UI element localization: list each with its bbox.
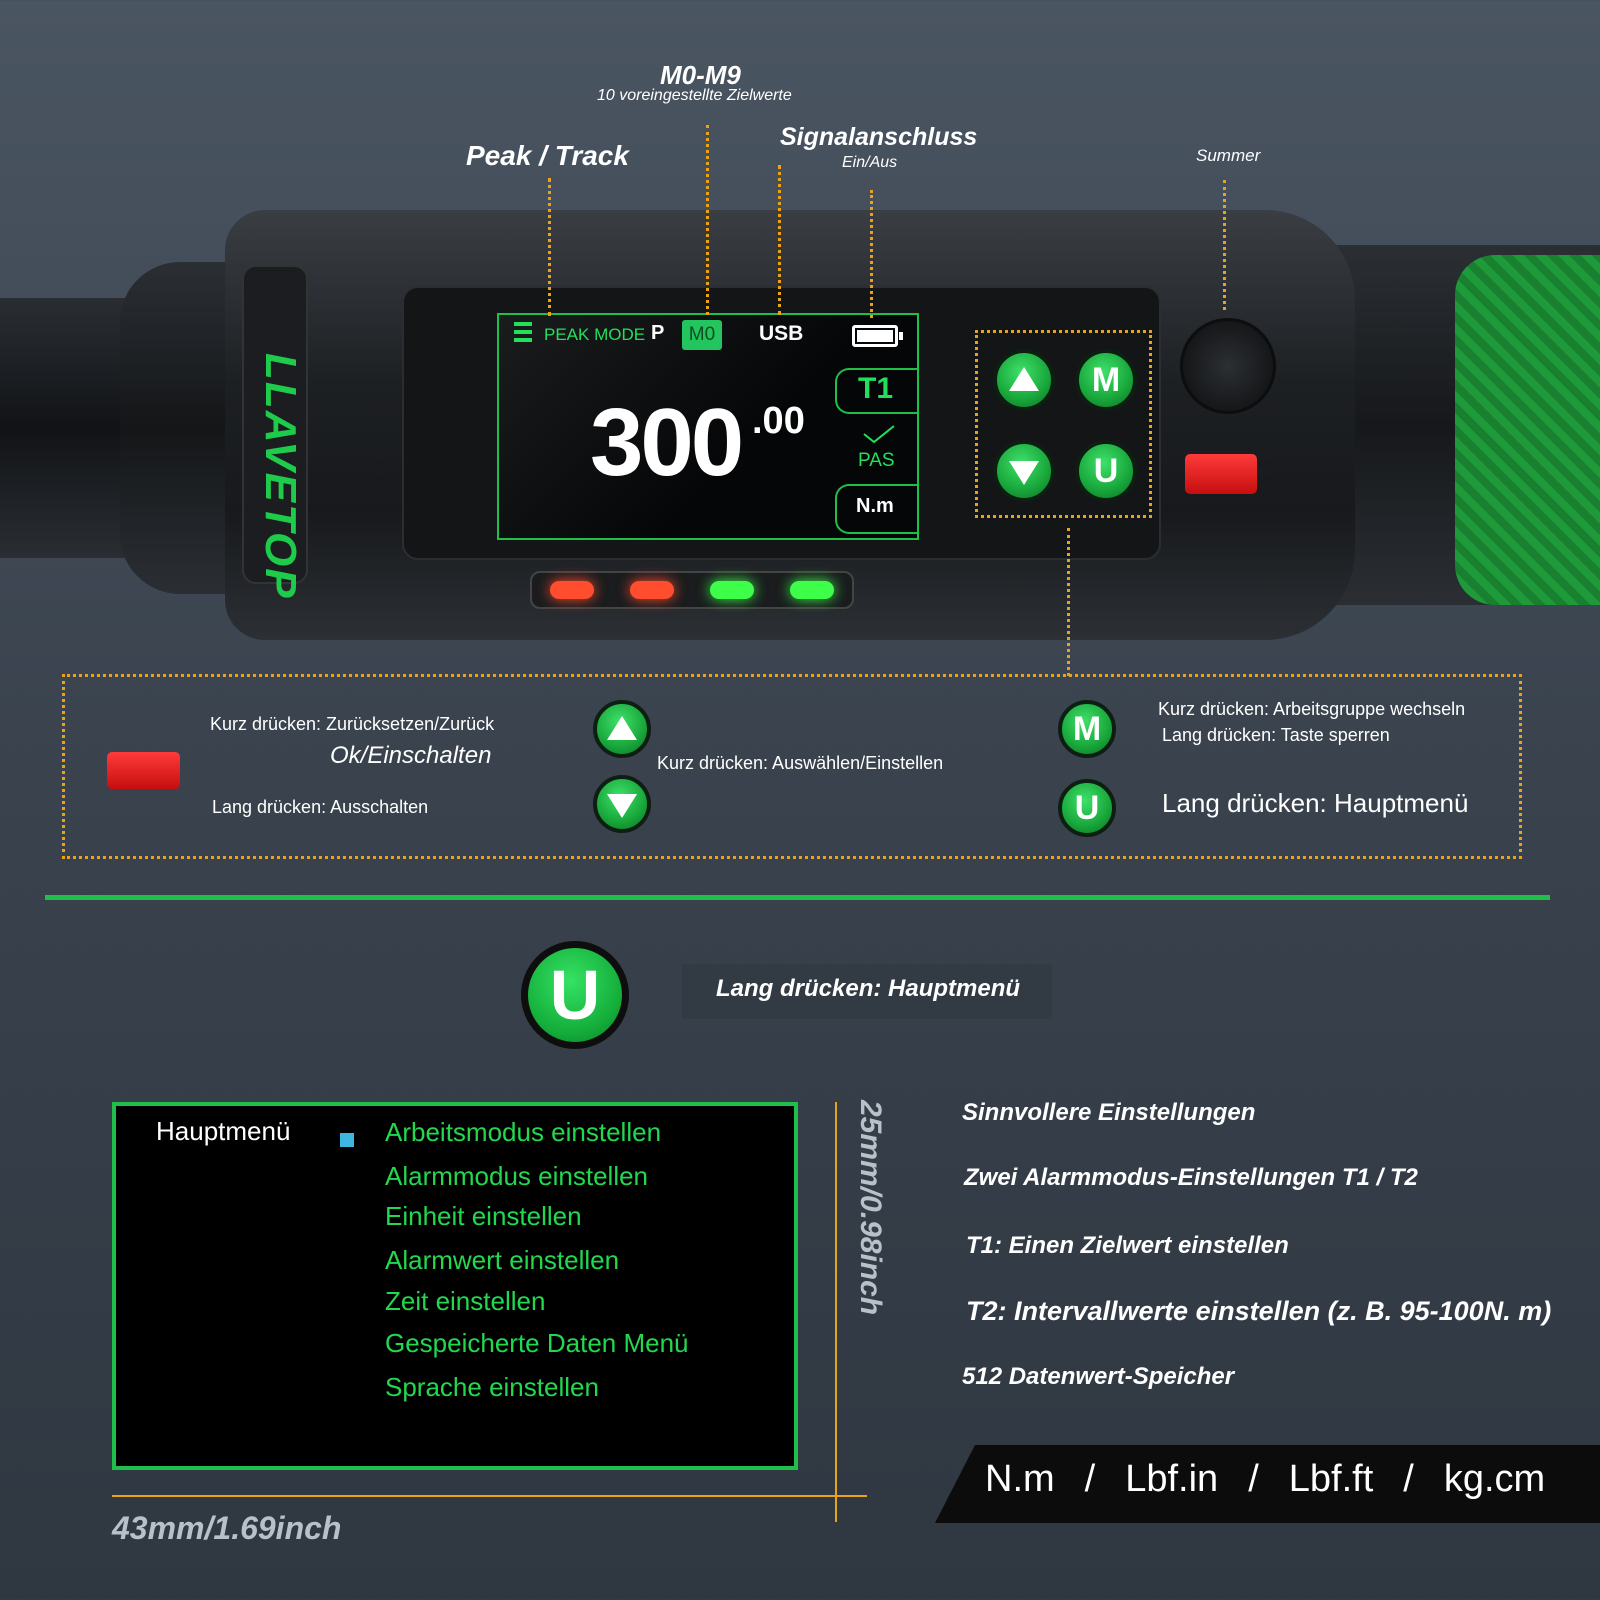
legend-red-long: Lang drücken: Ausschalten [212, 797, 429, 817]
feature-line: T2: Intervallwerte einstellen (z. B. 95-… [966, 1296, 1552, 1326]
usb-leader [778, 165, 781, 315]
m-button[interactable]: M [1075, 349, 1137, 411]
legend-u-long: Lang drücken: Hauptmenü [1162, 788, 1469, 818]
section-divider [45, 895, 1550, 900]
peak-leader [548, 178, 551, 316]
width-dim-label: 43mm/1.69inch [112, 1510, 342, 1546]
legend-down-button [593, 775, 651, 833]
button-group-outline [975, 330, 1152, 518]
signal-leader [870, 190, 873, 318]
unit-lbfft: Lbf.ft [1288, 1458, 1374, 1500]
alarm-mode: T1 [858, 372, 894, 405]
m-range-leader [706, 125, 709, 315]
signal-sublabel: Ein/Aus [842, 154, 898, 171]
feature-line: Sinnvollere Einstellungen [962, 1099, 1256, 1126]
up-arrow-icon [1009, 367, 1039, 391]
u-button[interactable]: U [1075, 440, 1137, 502]
legend-red-button [107, 752, 180, 789]
menu-item[interactable]: Alarmwert einstellen [385, 1245, 620, 1275]
unit-text: N.m [856, 495, 894, 517]
menu-item[interactable]: Einheit einstellen [385, 1201, 582, 1231]
legend-m-button: M [1058, 700, 1116, 758]
menu-item[interactable]: Gespeicherte Daten Menü [385, 1328, 689, 1358]
led-green-1 [710, 581, 754, 599]
main-menu-screen [112, 1102, 798, 1470]
legend-red-ok: Ok/Einschalten [330, 742, 492, 769]
unit-sep: / [1084, 1458, 1096, 1500]
legend-arrows: Kurz drücken: Auswählen/Einstellen [657, 753, 944, 773]
menu-item[interactable]: Arbeitsmodus einstellen [385, 1117, 662, 1147]
big-u-label: U [528, 948, 622, 1042]
buzzer-leader [1223, 180, 1226, 310]
menu-cursor [340, 1133, 354, 1147]
buzzer-speaker [1180, 318, 1276, 414]
u-caption-bg [682, 964, 1052, 1019]
status-text: PAS [858, 450, 895, 471]
legend-u-button: U [1058, 779, 1116, 837]
buttons-leader [1067, 528, 1070, 676]
peak-track-label: Peak / Track [466, 140, 629, 171]
height-dimension-line [835, 1102, 837, 1522]
unit-sep: / [1403, 1458, 1414, 1500]
unit-nm: N.m [985, 1458, 1055, 1500]
led-red-1 [550, 581, 594, 599]
signal-label: Signalanschluss [780, 123, 978, 151]
unit-lbfin: Lbf.in [1125, 1458, 1219, 1500]
p-indicator: P [651, 322, 665, 344]
check-icon [863, 425, 895, 444]
wrench-grip [1455, 255, 1600, 605]
big-u-button: U [521, 941, 629, 1049]
unit-kgcm: kg.cm [1443, 1458, 1546, 1500]
height-dim-label: 25mm/0.98inch [854, 1100, 887, 1316]
led-red-2 [630, 581, 674, 599]
logo-plate [242, 265, 308, 584]
height-dim-wrap: 25mm/0.98inch [853, 1100, 893, 1360]
menu-item[interactable]: Zeit einstellen [385, 1286, 546, 1316]
menu-item[interactable]: Alarmmodus einstellen [385, 1161, 649, 1191]
legend-up-button [593, 700, 651, 758]
button-legend [62, 674, 1522, 859]
unit-sep: / [1248, 1458, 1259, 1500]
red-power-button[interactable] [1185, 454, 1257, 494]
feature-line: Zwei Alarmmodus-Einstellungen T1 / T2 [964, 1164, 1418, 1191]
torque-value: 300 [590, 389, 744, 496]
m-range-sublabel: 10 voreingestellte Zielwerte [597, 87, 792, 104]
units-list: N.m / Lbf.in / Lbf.ft / kg.cm [985, 1458, 1545, 1501]
up-arrow-icon [607, 716, 637, 740]
lcd-screen [497, 313, 919, 540]
units-bar [935, 1445, 1600, 1523]
usb-indicator: USB [759, 322, 804, 345]
hamburger-icon [514, 322, 532, 342]
battery-icon [852, 325, 903, 347]
alarm-box [835, 368, 917, 414]
legend-red-short: Kurz drücken: Zurücksetzen/Zurück [210, 714, 495, 734]
u-caption: Lang drücken: Hauptmenü [716, 975, 1021, 1002]
width-dimension-line [112, 1495, 867, 1497]
feature-line: T1: Einen Zielwert einstellen [966, 1232, 1289, 1259]
legend-m-short: Kurz drücken: Arbeitsgruppe wechseln [1158, 699, 1466, 719]
down-arrow-icon [1009, 461, 1039, 485]
led-bar [530, 571, 854, 609]
brand-logo: LLAVETOP [256, 353, 305, 600]
menu-item[interactable]: Sprache einstellen [385, 1372, 599, 1402]
down-button[interactable] [993, 440, 1055, 502]
led-green-2 [790, 581, 834, 599]
mode-text: PEAK MODE [544, 325, 646, 344]
down-arrow-icon [607, 794, 637, 818]
menu-title: Hauptmenü [156, 1116, 291, 1146]
m-range-label: M0-M9 [660, 60, 741, 90]
torque-decimal: .00 [752, 400, 805, 442]
feature-line: 512 Datenwert-Speicher [962, 1363, 1235, 1390]
legend-m-long: Lang drücken: Taste sperren [1162, 725, 1390, 745]
preset-indicator: M0 [682, 320, 722, 350]
up-button[interactable] [993, 349, 1055, 411]
buzzer-label: Summer [1196, 146, 1261, 165]
unit-box [835, 484, 917, 534]
